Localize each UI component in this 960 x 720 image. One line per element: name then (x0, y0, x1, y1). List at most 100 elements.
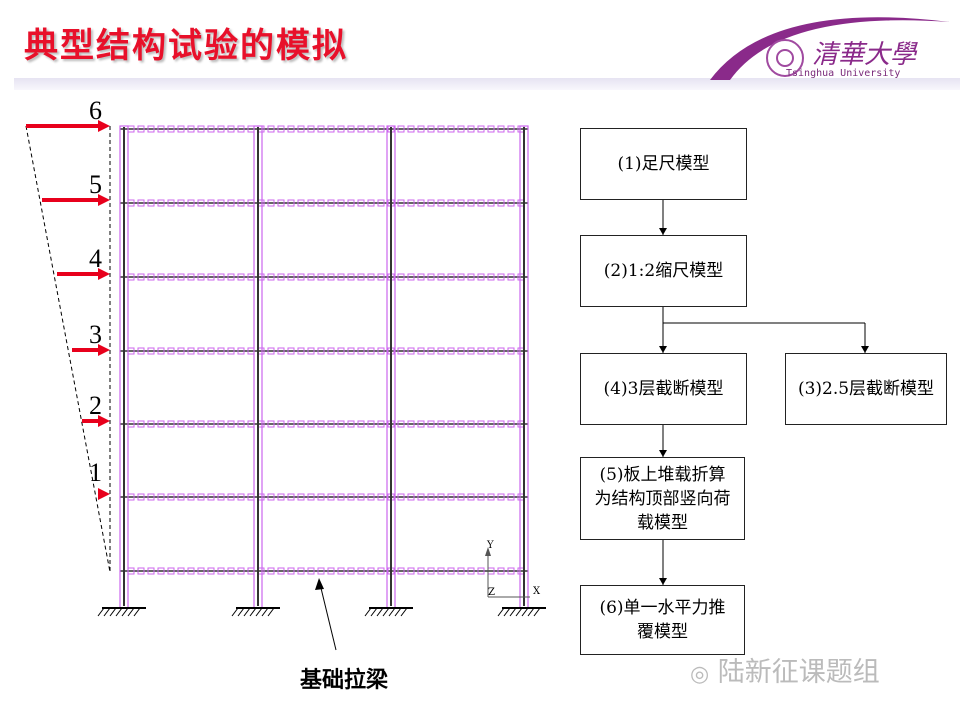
beam-mesh-node (297, 420, 305, 428)
beam-mesh-node (457, 493, 465, 501)
beam-mesh-node (297, 125, 305, 133)
support-hatch (243, 607, 251, 617)
beam-mesh-node (507, 273, 515, 281)
beam-mesh-node (147, 273, 155, 281)
beam-mesh-node (287, 125, 295, 133)
beam-mesh-node (337, 273, 345, 281)
beam-mesh-node (137, 493, 145, 501)
arrow-head (98, 344, 110, 356)
beam-mesh-node (227, 567, 235, 575)
beam-mesh-node (207, 493, 215, 501)
beam-mesh-node (317, 567, 325, 575)
support-hatch (121, 607, 129, 617)
beam-mesh-node (207, 125, 215, 133)
beam-mesh-node (507, 347, 515, 355)
watermark-text: 陆新征课题组 (717, 657, 880, 688)
beam-mesh-node (497, 199, 505, 207)
beam-mesh-node (477, 347, 485, 355)
beam-mesh-node (307, 273, 315, 281)
support-hatch (115, 607, 123, 617)
support-hatch (127, 607, 135, 617)
beam-mesh-node (477, 125, 485, 133)
beam-mesh-node (277, 273, 285, 281)
beam-mesh-node (207, 273, 215, 281)
beam-mesh-node (287, 493, 295, 501)
beam-mesh-node (337, 347, 345, 355)
beam-mesh-node (417, 493, 425, 501)
beam-mesh-node (167, 199, 175, 207)
beam-mesh-node (297, 199, 305, 207)
beam-mesh-node (417, 420, 425, 428)
beam-mesh-node (337, 420, 345, 428)
beam-mesh-node (237, 347, 245, 355)
support-hatch (267, 607, 275, 617)
beam-mesh-node (137, 273, 145, 281)
beam-mesh-node (227, 125, 235, 133)
beam-mesh-node (437, 567, 445, 575)
beam-mesh-node (277, 347, 285, 355)
beam-mesh-node (437, 273, 445, 281)
floor-label-6: 6 (89, 96, 102, 125)
beam-mesh-node (407, 273, 415, 281)
flow-arrow-head (861, 346, 869, 353)
beam-mesh-node (417, 125, 425, 133)
beam-mesh-node (187, 199, 195, 207)
beam-mesh-node (397, 125, 405, 133)
beam-mesh-node (157, 347, 165, 355)
beam-mesh-node (377, 567, 385, 575)
beam-mesh-node (267, 347, 275, 355)
flow-arrow-head (659, 450, 667, 457)
beam-mesh-node (197, 199, 205, 207)
beam-mesh-node (507, 199, 515, 207)
beam-mesh-node (347, 567, 355, 575)
beam-mesh-node (297, 347, 305, 355)
beam-mesh-node (267, 199, 275, 207)
beam-mesh-node (497, 567, 505, 575)
beam-mesh-node (197, 420, 205, 428)
flow-box-4: (4)3层截断模型 (580, 353, 747, 425)
beam-mesh-node (377, 347, 385, 355)
beam-mesh-node (337, 567, 345, 575)
beam-mesh-node (177, 567, 185, 575)
beam-mesh-node (347, 199, 355, 207)
beam-mesh-node (407, 420, 415, 428)
support-hatch (255, 607, 263, 617)
beam-mesh-node (497, 493, 505, 501)
beam-mesh-node (407, 493, 415, 501)
beam-mesh-node (397, 199, 405, 207)
beam-mesh-node (267, 420, 275, 428)
beam-mesh-node (457, 125, 465, 133)
support-hatch (97, 607, 105, 617)
beam-mesh-node (467, 567, 475, 575)
flow-box-3: (3)2.5层截断模型 (785, 353, 947, 425)
beam-mesh-node (427, 420, 435, 428)
arrow-head (98, 268, 110, 280)
beam-mesh-node (157, 273, 165, 281)
beam-mesh-node (307, 567, 315, 575)
support-hatch (231, 607, 239, 617)
beam-mesh-node (507, 125, 515, 133)
beam-mesh-node (187, 125, 195, 133)
beam-mesh-node (377, 199, 385, 207)
beam-mesh-node (447, 493, 455, 501)
beam-mesh-node (377, 420, 385, 428)
beam-mesh-node (177, 493, 185, 501)
beam-mesh-node (417, 567, 425, 575)
beam-mesh-node (297, 273, 305, 281)
support-hatch (261, 607, 269, 617)
beam-mesh-node (457, 420, 465, 428)
beam-mesh-node (317, 420, 325, 428)
support-hatch (527, 607, 535, 617)
beam-mesh-node (137, 420, 145, 428)
beam-mesh-node (147, 567, 155, 575)
beam-mesh-node (437, 493, 445, 501)
beam-mesh-node (297, 493, 305, 501)
beam-mesh-node (207, 420, 215, 428)
beam-mesh-node (237, 493, 245, 501)
beam-mesh-node (397, 347, 405, 355)
beam-mesh-node (137, 347, 145, 355)
floor-label-3: 3 (89, 320, 102, 349)
beam-mesh-node (497, 273, 505, 281)
beam-mesh-node (317, 347, 325, 355)
arrow-head (98, 488, 110, 500)
